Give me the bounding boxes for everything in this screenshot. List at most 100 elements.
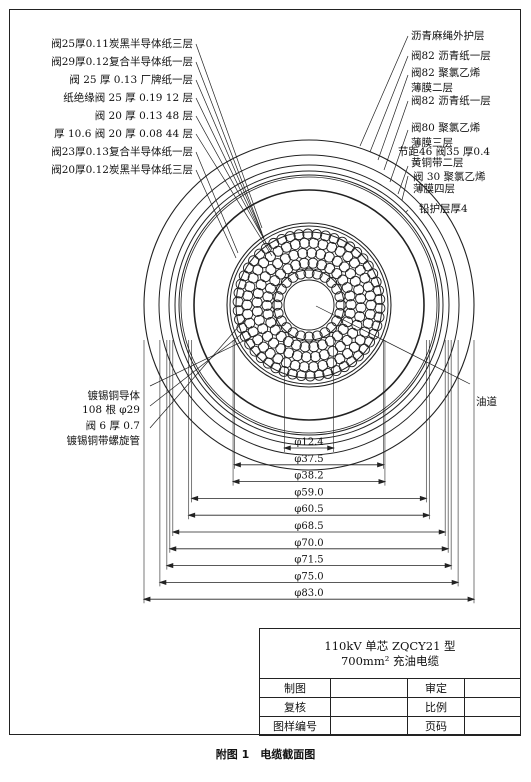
strand	[331, 283, 343, 295]
strand	[289, 239, 301, 250]
strand	[272, 258, 284, 269]
leader-lines	[149, 35, 471, 429]
drawn-value	[330, 678, 408, 698]
strand	[364, 290, 376, 302]
checked-label: 复核	[259, 697, 331, 717]
label-left-5: 厚 10.6 阀 20 厚 0.08 44 层	[54, 127, 193, 140]
ring-2	[168, 164, 450, 446]
label-left-2: 阀 25 厚 0.13 厂牌纸一层	[69, 73, 193, 86]
label-right-6: 薄膜三层	[411, 136, 453, 149]
checked-value	[330, 697, 408, 717]
dimension-label-1: φ37.5	[294, 454, 323, 465]
leader-right	[405, 209, 409, 213]
strand	[282, 263, 294, 275]
arrow	[158, 579, 460, 585]
strand	[344, 290, 356, 302]
strand	[304, 370, 316, 382]
ring-4	[178, 174, 440, 436]
strand	[374, 302, 386, 314]
strand	[373, 285, 384, 296]
strand	[355, 293, 367, 305]
strand	[262, 357, 274, 369]
strand	[288, 249, 300, 261]
strand	[347, 327, 359, 339]
label-right-0: 沥青麻绳外护层	[411, 29, 485, 42]
ring-8	[229, 225, 389, 385]
ring-9	[235, 231, 383, 379]
label-right-1: 阀82 沥青纸一层	[411, 49, 491, 62]
strand	[242, 262, 254, 274]
label-conductor-1: 108 根 φ29	[82, 403, 140, 416]
strand	[262, 308, 274, 320]
strand	[342, 251, 354, 263]
drawing-no-label: 图样编号	[259, 716, 331, 736]
label-right-9: 阀 30 聚氯乙烯	[413, 170, 486, 183]
label-conductor-0: 镀锡铜导体	[88, 389, 141, 402]
approved-value	[464, 678, 521, 698]
leader-right	[377, 74, 409, 161]
arrow	[283, 445, 335, 451]
strand	[324, 262, 336, 274]
label-left-1: 阀29厚0.12复合半导体纸一层	[51, 55, 193, 68]
scale-label: 比例	[407, 697, 465, 717]
strand	[362, 281, 374, 293]
strand	[317, 360, 329, 371]
page-label: 页码	[407, 716, 465, 736]
strand	[334, 341, 346, 352]
strand	[330, 365, 342, 377]
strand	[359, 343, 370, 355]
strand	[275, 315, 287, 327]
cable-rings	[143, 139, 475, 471]
strand	[345, 299, 357, 311]
conductor-strands	[232, 228, 386, 382]
label-right-10: 薄膜四层	[413, 182, 455, 195]
ring-3	[174, 170, 444, 440]
ring-1	[158, 154, 460, 456]
leader-right	[401, 175, 409, 201]
label-left-6: 阀23厚0.13复合半导体纸一层	[51, 145, 193, 158]
strand	[297, 247, 309, 259]
label-right-8: 黄铜带二层	[411, 156, 464, 169]
leader-left	[195, 169, 237, 259]
ring-0	[143, 139, 475, 471]
strand	[287, 271, 299, 283]
strand	[282, 336, 294, 348]
strand	[287, 368, 298, 380]
arrow	[142, 596, 476, 602]
strand	[311, 330, 323, 342]
title-cell: 110kV 单芯 ZQCY21 型 700mm² 充油电缆	[259, 628, 521, 679]
strand	[337, 323, 349, 335]
arrow	[165, 563, 453, 569]
strand	[275, 343, 287, 355]
leader-left	[195, 115, 271, 251]
title-line-1: 110kV 单芯 ZQCY21 型	[324, 638, 456, 653]
dimension-label-5: φ68.5	[294, 521, 323, 532]
strand	[247, 272, 259, 284]
strand	[345, 268, 356, 280]
approved-label: 审定	[407, 678, 465, 698]
strand	[234, 314, 245, 325]
strand	[322, 368, 334, 379]
ring-6	[193, 189, 425, 421]
strand	[357, 253, 369, 265]
strand	[251, 305, 263, 317]
leader-left	[195, 97, 267, 244]
label-left-3: 纸绝缘阀 25 厚 0.19 12 层	[63, 91, 193, 104]
strand	[276, 233, 288, 245]
strand	[334, 245, 346, 257]
leader-oil-duct	[315, 305, 471, 385]
strand	[259, 271, 271, 283]
strand	[331, 268, 343, 279]
strand	[353, 284, 365, 296]
scale-value	[464, 697, 521, 717]
strand	[302, 228, 314, 240]
strand	[233, 287, 245, 299]
strand	[262, 291, 274, 303]
label-left-4: 阀 20 厚 0.13 48 层	[95, 109, 193, 122]
strand	[331, 330, 343, 342]
strand	[355, 302, 367, 314]
strand	[300, 351, 312, 363]
dimension-label-3: φ59.0	[294, 487, 323, 498]
arrow	[233, 462, 385, 468]
strand	[272, 353, 284, 365]
